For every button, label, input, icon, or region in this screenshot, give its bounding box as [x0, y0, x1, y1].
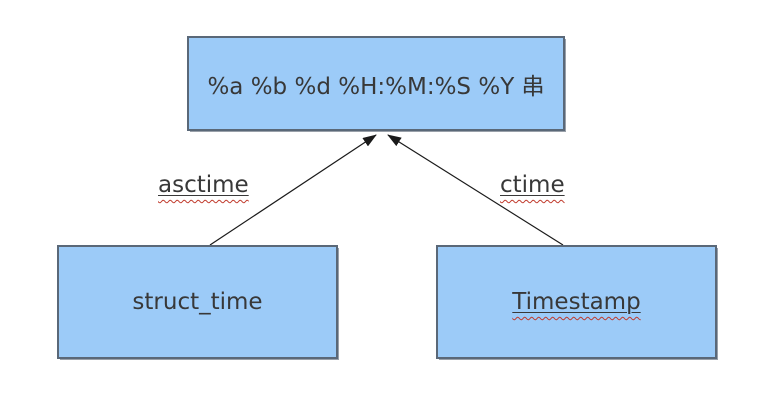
node-struct-time-label: struct_time: [132, 289, 263, 315]
edge-label-asctime: asctime: [158, 172, 249, 198]
ctime-underline: ctime: [500, 172, 565, 198]
node-timestamp: Timestamp: [436, 245, 717, 359]
node-format-string: %a %b %d %H:%M:%S %Y 串: [187, 36, 565, 131]
asctime-underline: asctime: [158, 172, 249, 198]
node-format-string-label: %a %b %d %H:%M:%S %Y 串: [207, 73, 545, 100]
node-timestamp-label: Timestamp: [512, 289, 641, 315]
ctime-label: ctime: [500, 172, 565, 198]
asctime-label: asctime: [158, 172, 249, 198]
edge-label-ctime: ctime: [500, 172, 565, 198]
node-struct-time: struct_time: [57, 245, 338, 359]
node-timestamp-underline: Timestamp: [512, 289, 640, 315]
